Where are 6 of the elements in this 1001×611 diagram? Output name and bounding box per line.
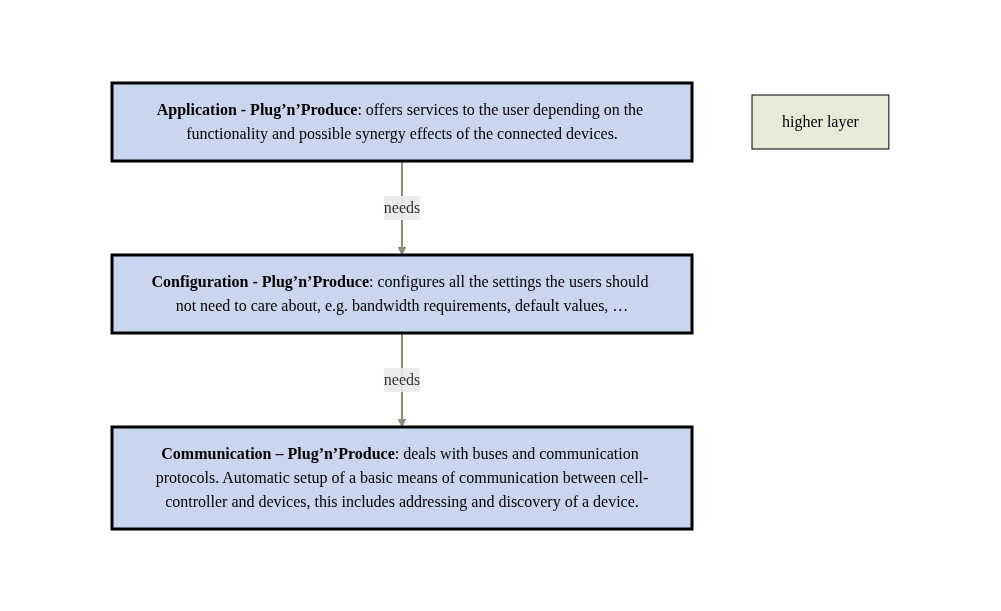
node-box: Configuration - Plug’n’Produce: configures all the settings the users should not need to care about, e.g. bandwidth requirements, default values, … xyxy=(110,253,694,334)
edge-label: needs xyxy=(383,198,421,216)
node-box: higher layer xyxy=(751,94,890,149)
edge-label: needs xyxy=(383,370,421,388)
node-box: Communication – Plug’n’Produce: deals with buses and communication protocols. Automatic setup of a basic means of communication between cell-controller and devices, this includes addressing and discovery of a device. xyxy=(110,425,694,530)
node-box: Application - Plug’n’Produce: offers services to the user depending on the functionality and possible synergy effects of the connected devices. xyxy=(110,81,694,162)
